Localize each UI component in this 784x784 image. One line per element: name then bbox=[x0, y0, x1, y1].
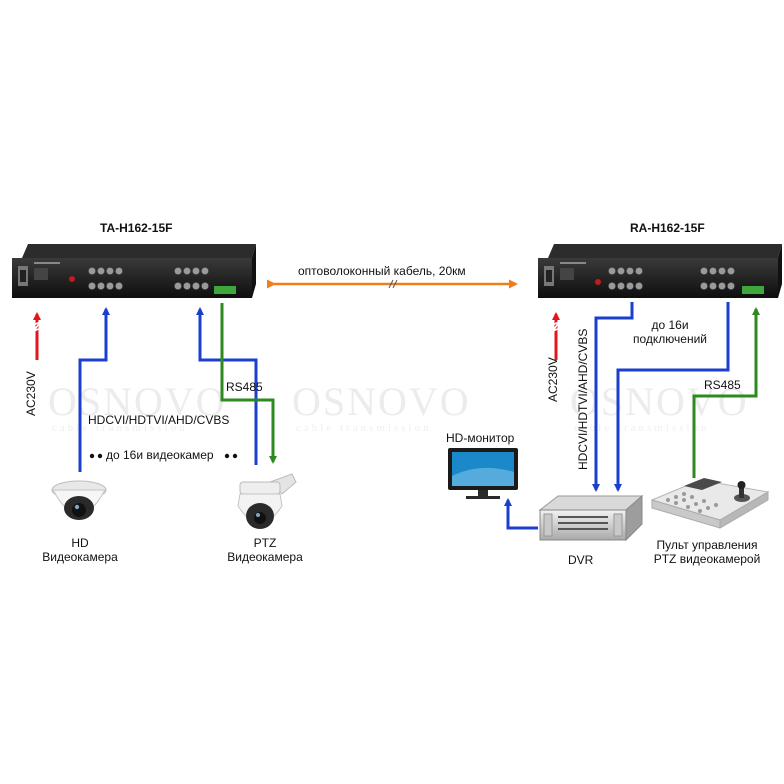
controller-label-line1: Пульт управления bbox=[656, 538, 758, 552]
controller-label-line2: PTZ видеокамерой bbox=[653, 552, 761, 566]
right-connections-label: до 16и подключений bbox=[620, 318, 720, 346]
left-power-arrow bbox=[30, 312, 44, 360]
controller-label: Пульт управления PTZ видеокамерой bbox=[640, 538, 774, 566]
right-power-arrow bbox=[549, 312, 563, 360]
transmitter-label: TA-H162-15F bbox=[100, 221, 173, 235]
hd-camera-label-line2: Видеокамера bbox=[42, 550, 118, 564]
watermark-center: OSNOVO bbox=[292, 379, 471, 424]
fiber-link-label: оптоволоконный кабель, 20км bbox=[298, 264, 466, 278]
watermark-right-tagline: cable transmission bbox=[574, 422, 710, 434]
hd-dome-camera-icon bbox=[51, 480, 107, 520]
monitor-label: HD-монитор bbox=[446, 431, 515, 445]
camera-count-label: до 16и видеокамер bbox=[106, 448, 214, 462]
watermark-left-tagline: cable transmission bbox=[52, 422, 188, 434]
watermark-center-tagline: cable transmission bbox=[296, 422, 432, 434]
hd-monitor-icon bbox=[448, 448, 518, 499]
watermark-right: OSNOVO bbox=[570, 379, 749, 424]
fiber-link-arrow bbox=[267, 279, 518, 289]
left-ptz-video-arrow bbox=[196, 307, 258, 465]
right-video-arrow-2 bbox=[614, 302, 730, 492]
right-connections-line1: до 16и bbox=[651, 318, 689, 332]
ptz-camera-icon bbox=[237, 473, 297, 529]
right-power-label: AC230V bbox=[546, 357, 560, 402]
dvr-icon bbox=[538, 494, 644, 542]
hd-camera-label: HD Видеокамера bbox=[40, 536, 120, 564]
right-rs485-label: RS485 bbox=[704, 378, 741, 392]
left-video-label: HDCVI/HDTVI/AHD/CVBS bbox=[88, 413, 230, 427]
left-hd-video-arrow bbox=[78, 307, 110, 472]
right-connections-line2: подключений bbox=[633, 332, 707, 346]
ptz-camera-label-line2: Видеокамера bbox=[227, 550, 303, 564]
receiver-label: RA-H162-15F bbox=[630, 221, 705, 235]
camera-count-dots bbox=[89, 453, 238, 459]
right-video-label: HDCVI/HDTVI/AHD/CVBS bbox=[576, 328, 590, 470]
receiver-device bbox=[538, 244, 782, 298]
ptz-camera-label: PTZ Видеокамера bbox=[220, 536, 310, 564]
transmitter-device bbox=[12, 244, 256, 298]
ptz-camera-label-line1: PTZ bbox=[253, 536, 277, 550]
watermark-left: OSNOVO bbox=[48, 379, 227, 424]
left-rs485-arrow bbox=[220, 303, 277, 464]
ptz-controller-icon bbox=[650, 478, 770, 529]
left-rs485-label: RS485 bbox=[226, 380, 263, 394]
dvr-to-monitor-arrow bbox=[504, 498, 538, 530]
right-video-arrow-1 bbox=[592, 302, 634, 492]
left-power-label: AC230V bbox=[24, 371, 38, 416]
dvr-label: DVR bbox=[568, 553, 594, 567]
hd-camera-label-line1: HD bbox=[71, 536, 89, 550]
right-rs485-arrow bbox=[692, 307, 760, 478]
